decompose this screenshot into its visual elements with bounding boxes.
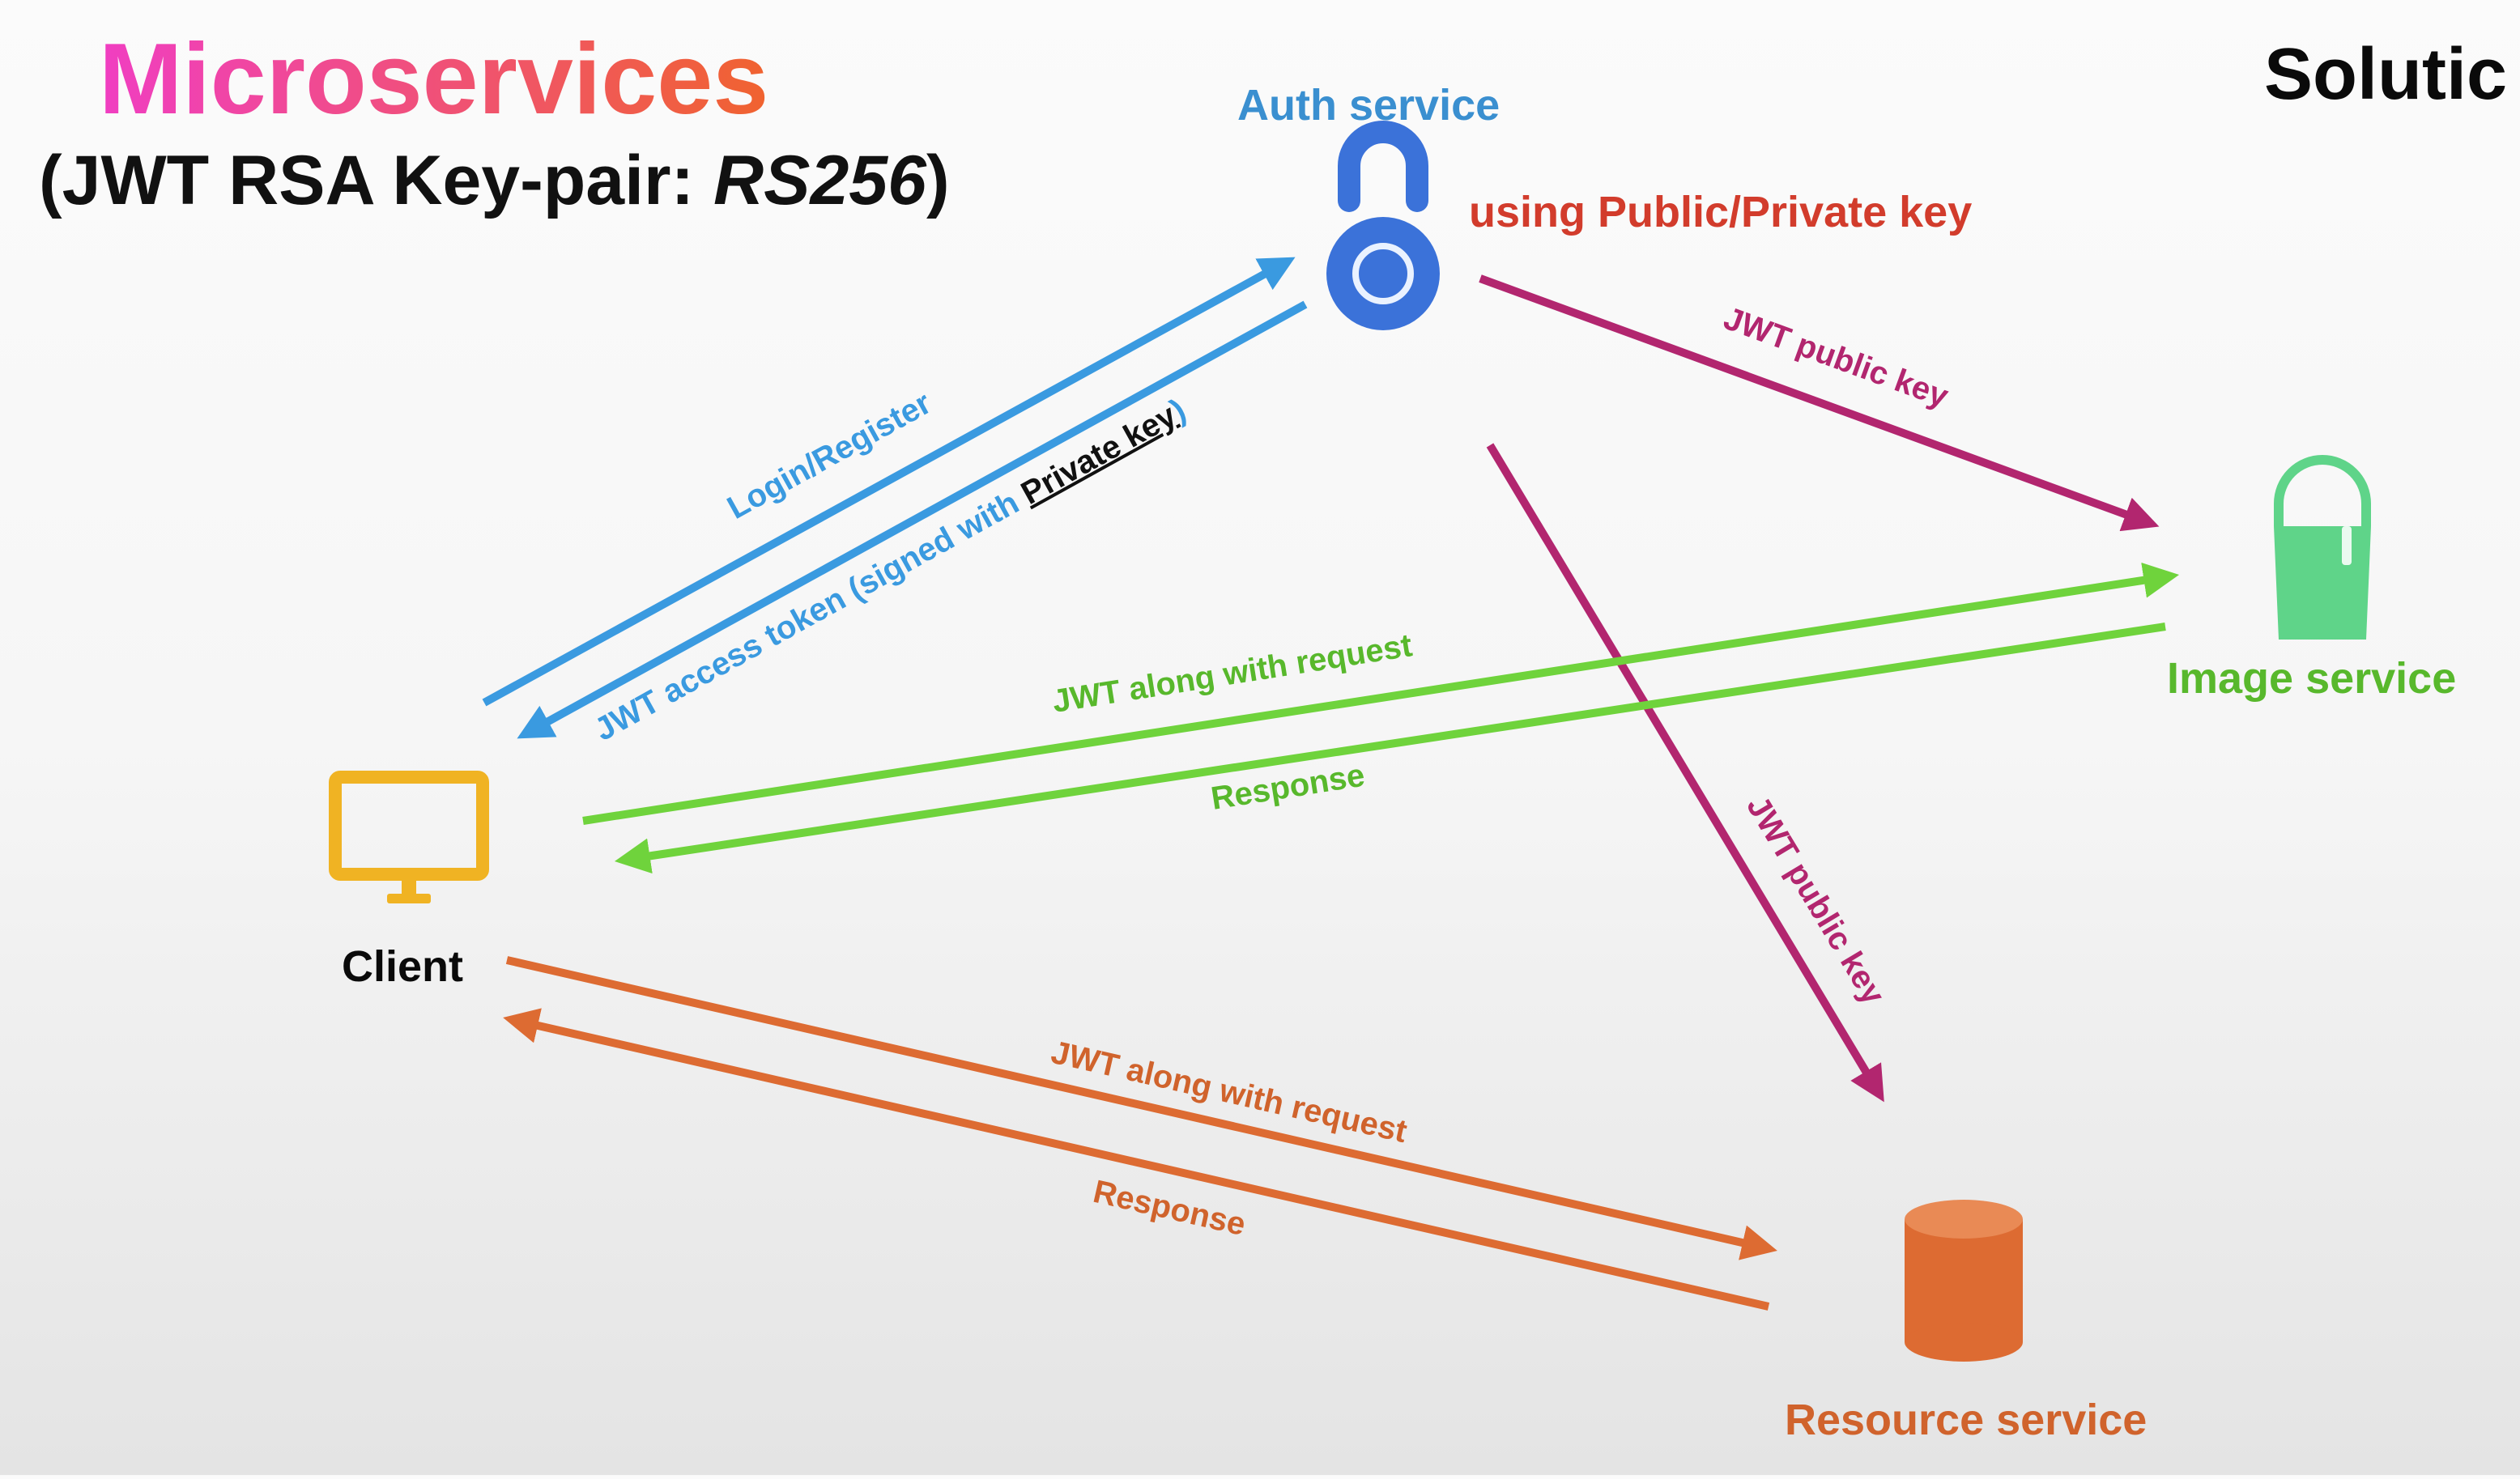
database-icon — [1905, 1200, 2023, 1362]
page-title: Microservices — [99, 23, 768, 135]
cut-off-heading: Solutic — [2264, 34, 2507, 115]
login-register-label: Login/Register — [722, 385, 937, 526]
image-request-arrow — [582, 562, 2180, 825]
public-key-to-image-arrow — [1479, 274, 2160, 532]
auth-key-note: using Public/Private key — [1469, 188, 1972, 236]
image-service-label: Image service — [2167, 654, 2456, 703]
subtitle-prefix: (JWT RSA Key-pair: — [39, 142, 713, 219]
client-label: Client — [342, 942, 463, 991]
monitor-icon — [329, 771, 489, 903]
public-key-to-image-label: JWT public key — [1719, 300, 1953, 414]
resource-request-arrow — [505, 956, 1777, 1260]
image-response-arrow — [614, 623, 2166, 874]
image-request-label: JWT along with request — [1050, 627, 1415, 720]
resource-service-label: Resource service — [1785, 1396, 2147, 1444]
lock-icon — [1326, 121, 1440, 330]
login-arrow — [482, 257, 1296, 707]
subtitle-suffix: ) — [926, 142, 950, 219]
resource-response-arrow — [503, 1008, 1770, 1311]
paint-bucket-icon — [2274, 455, 2371, 640]
auth-service-label: Auth service — [1237, 81, 1500, 130]
public-key-to-resource-arrow — [1486, 443, 1884, 1103]
resource-request-label: JWT along with request — [1048, 1035, 1410, 1150]
subtitle-algorithm: RS256 — [713, 142, 927, 219]
access-token-arrow — [517, 300, 1308, 739]
page-subtitle: (JWT RSA Key-pair: RS256) — [39, 142, 950, 219]
